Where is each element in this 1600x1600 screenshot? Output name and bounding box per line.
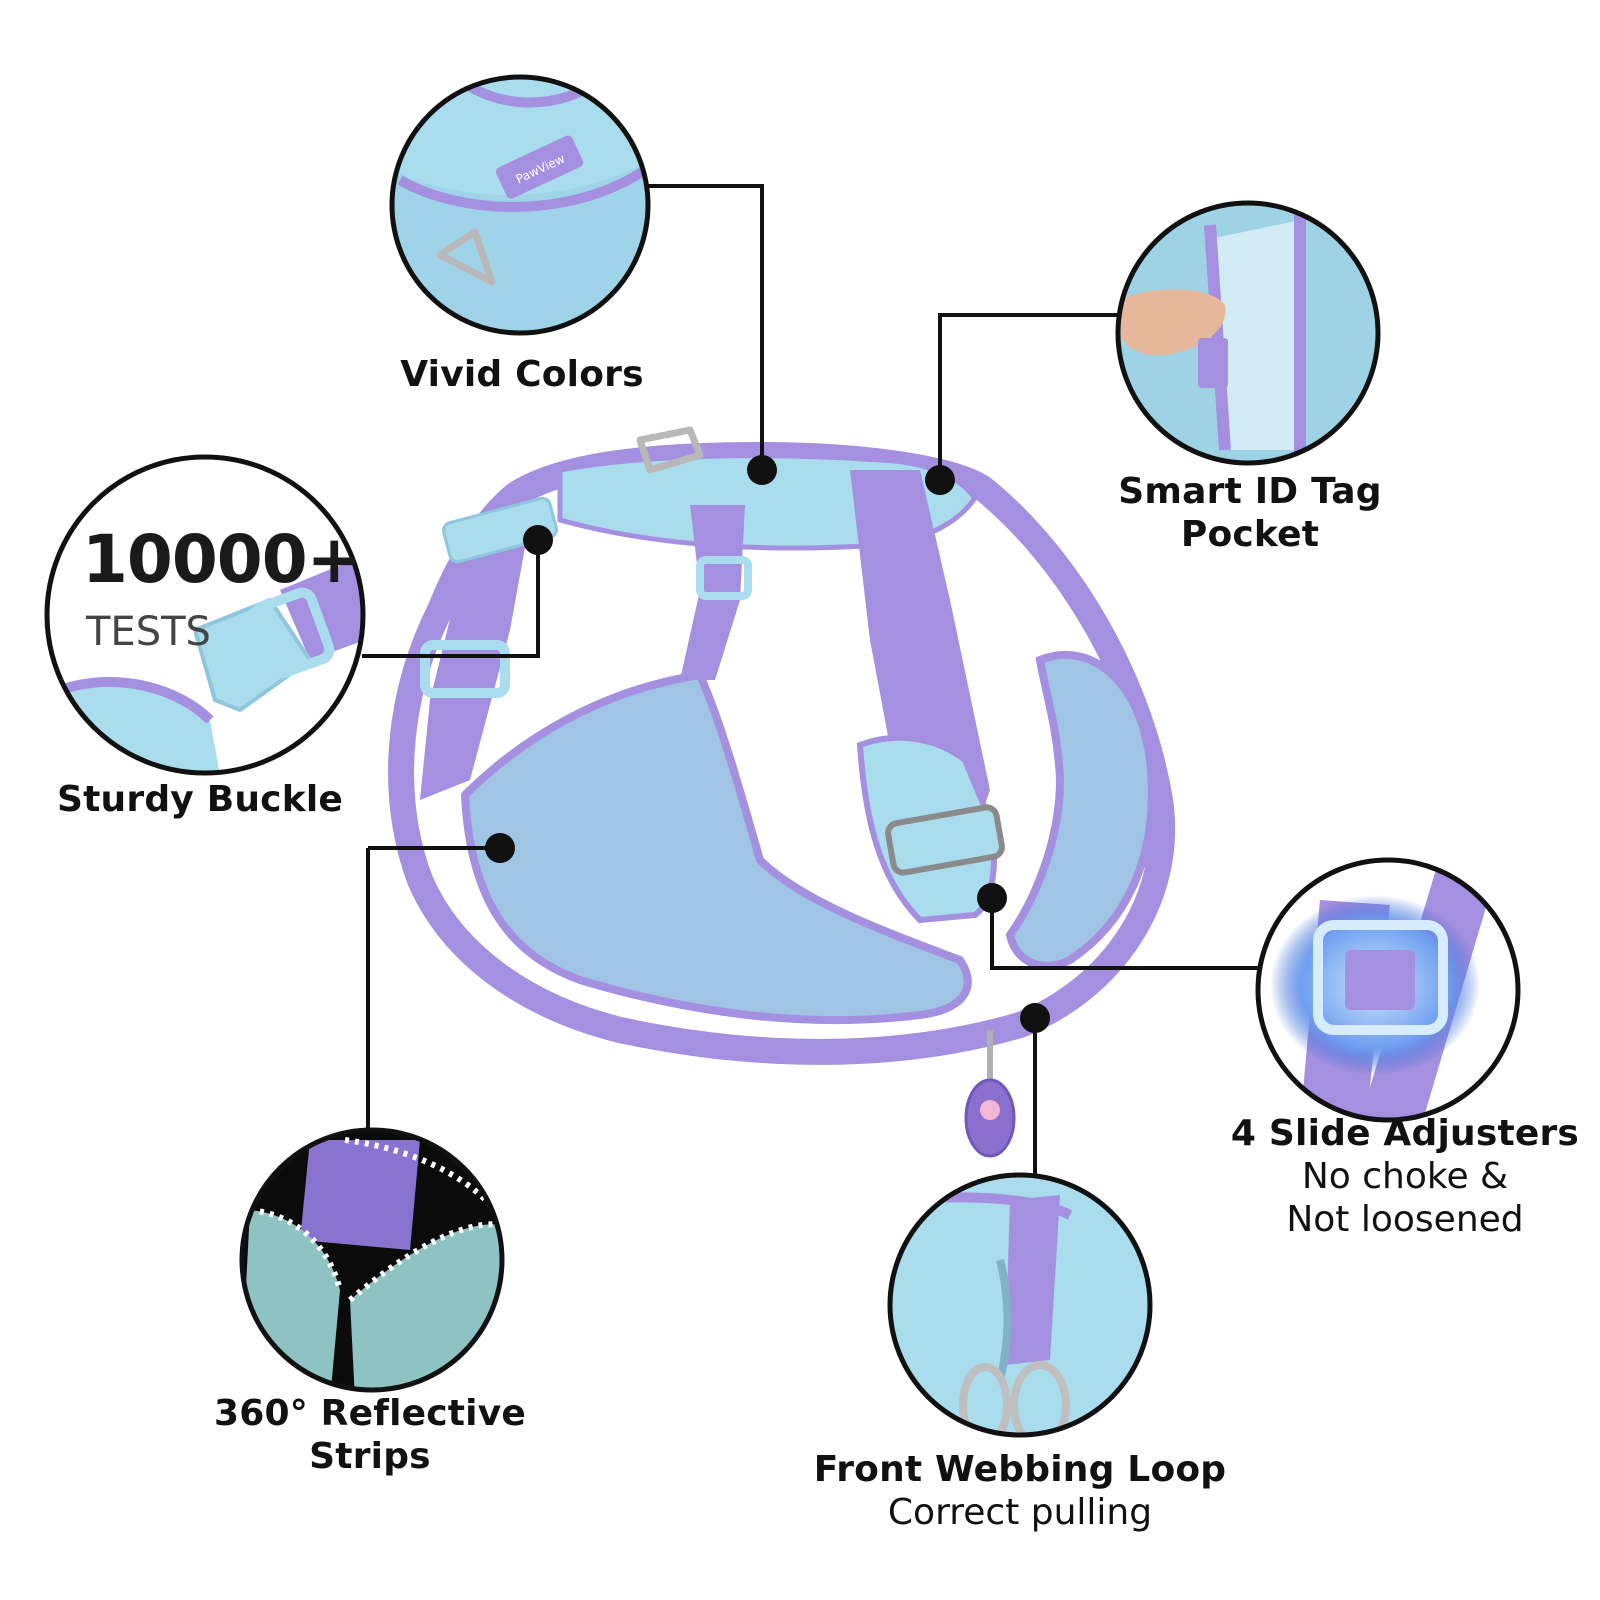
detail-circle-webbing-loop xyxy=(887,1172,1153,1438)
feature-slide-adjusters: 4 Slide Adjusters No choke & Not loosene… xyxy=(1220,1112,1590,1242)
callout-dot-icon xyxy=(977,883,1007,913)
feature-title: Front Webbing Loop xyxy=(813,1449,1227,1490)
feature-sturdy-buckle: Sturdy Buckle xyxy=(30,778,370,821)
harness-main xyxy=(388,426,1176,1158)
feature-vivid-colors: Vivid Colors xyxy=(372,353,672,396)
detail-circle-vivid-colors: PawView xyxy=(389,74,651,336)
buckle-icon xyxy=(192,587,335,713)
callout-dots xyxy=(485,455,1050,1033)
feature-subtitle: No choke & xyxy=(1301,1156,1509,1198)
feature-subtitle: Correct pulling xyxy=(887,1492,1153,1534)
feature-reflective-strips: 360° Reflective Strips xyxy=(200,1392,540,1478)
feature-title: 360° Reflective xyxy=(213,1393,526,1434)
feature-title: Pocket xyxy=(1180,514,1320,556)
callout-dot-icon xyxy=(485,833,515,863)
detail-circle-sturdy-buckle xyxy=(44,454,366,776)
callout-dot-icon xyxy=(1020,1003,1050,1033)
callout-lines xyxy=(362,184,1285,1175)
callout-dot-icon xyxy=(523,525,553,555)
d-ring-icon xyxy=(636,426,704,474)
feature-title: Vivid Colors xyxy=(400,354,644,395)
callout-dot-icon xyxy=(925,465,955,495)
feature-webbing-loop: Front Webbing Loop Correct pulling xyxy=(810,1448,1230,1534)
detail-circle-slide-adjusters xyxy=(1255,857,1521,1123)
feature-smart-id-tag-pocket: Smart ID Tag Pocket xyxy=(1100,470,1400,556)
feature-title: 4 Slide Adjusters xyxy=(1230,1113,1580,1154)
feature-title: Sturdy Buckle xyxy=(57,779,343,820)
feature-title: Strips xyxy=(309,1436,431,1478)
callout-dot-icon xyxy=(747,455,777,485)
feature-title: Smart ID Tag xyxy=(1118,471,1382,512)
tests-badge-number: 10000+ xyxy=(82,520,362,599)
slide-adjuster-icon xyxy=(1270,895,1480,1075)
detail-circle-id-tag-pocket xyxy=(1115,200,1381,466)
detail-circle-reflective-strips xyxy=(239,1127,505,1393)
feature-subtitle: Not loosened xyxy=(1286,1199,1524,1241)
tests-badge-text: TESTS xyxy=(86,608,211,656)
id-tag-icon xyxy=(964,1030,1016,1158)
badge-number-text: 10000+ xyxy=(82,521,362,598)
badge-tests-text: TESTS xyxy=(86,609,211,655)
